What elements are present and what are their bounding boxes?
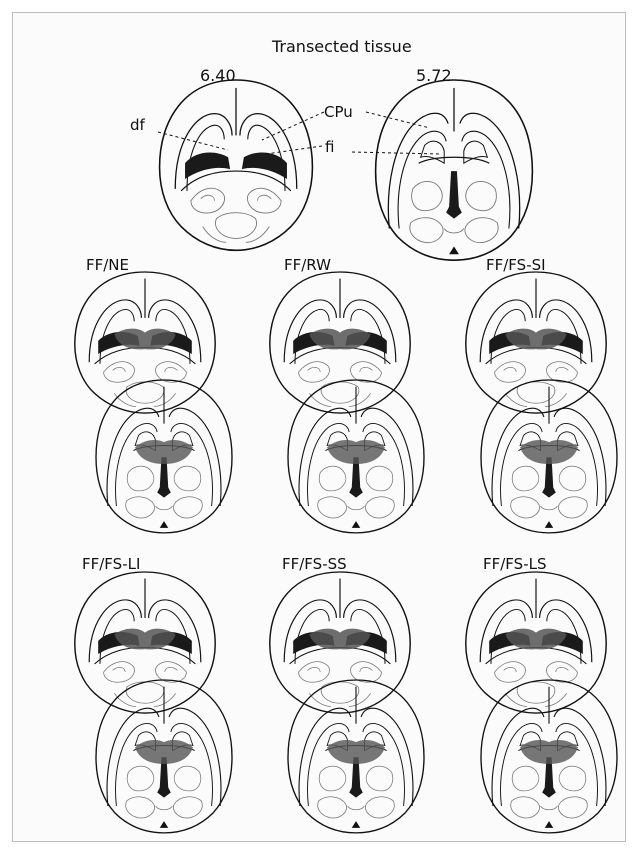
coordinate-label-1: 6.40 — [200, 66, 236, 85]
fi-leader-left — [266, 146, 322, 154]
fi-annotation: fi — [325, 138, 334, 156]
df-leader-line — [158, 132, 228, 150]
group-label-ff-fs-ls: FF/FS-LS — [483, 555, 547, 573]
group-label-ff-fs-ss: FF/FS-SS — [282, 555, 347, 573]
group-ff-ne-posterior — [96, 380, 232, 533]
group-label-ff-fs-li: FF/FS-LI — [82, 555, 140, 573]
group-ff-rw-posterior — [288, 380, 424, 533]
cpu-annotation: CPu — [324, 103, 353, 121]
cpu-leader-right — [366, 112, 430, 128]
figure-title: Transected tissue — [272, 37, 412, 56]
group-ff-fs-si-posterior — [481, 380, 617, 533]
group-ff-fs-si-anterior — [466, 272, 606, 413]
group-label-ff-rw: FF/RW — [284, 256, 331, 274]
group-label-ff-fs-si: FF/FS-SI — [486, 256, 546, 274]
group-label-ff-ne: FF/NE — [86, 256, 129, 274]
group-ff-fs-li-anterior — [75, 572, 215, 713]
section-6-40 — [160, 80, 313, 250]
group-ff-fs-ss-anterior — [270, 572, 410, 713]
cpu-leader-left — [262, 112, 324, 140]
group-ff-fs-ls-posterior — [481, 680, 617, 833]
group-ff-ne-anterior — [75, 272, 215, 413]
group-ff-fs-li-posterior — [96, 680, 232, 833]
section-5-72 — [376, 80, 533, 260]
group-ff-fs-ss-posterior — [288, 680, 424, 833]
df-annotation: df — [130, 116, 145, 134]
coordinate-label-2: 5.72 — [416, 66, 452, 85]
group-ff-fs-ls-anterior — [466, 572, 606, 713]
group-ff-rw-anterior — [270, 272, 410, 413]
